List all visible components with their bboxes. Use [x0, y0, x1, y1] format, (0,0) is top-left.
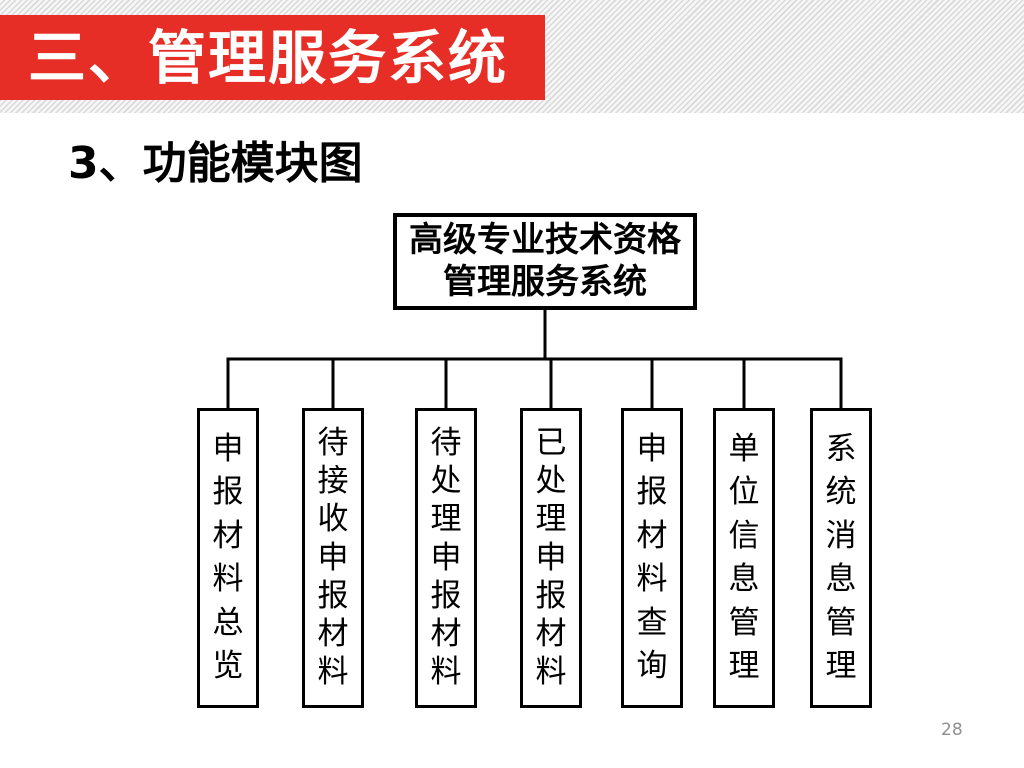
module-box-pending-receive: 待接收申报材料	[302, 408, 364, 708]
module-box-unit-info: 单位信息管理	[713, 408, 775, 708]
module-box-system-message: 系统消息管理	[810, 408, 872, 708]
module-label: 申报材料总览	[212, 430, 244, 685]
module-label: 已处理申报材料	[535, 425, 567, 690]
module-label: 单位信息管理	[728, 430, 760, 685]
root-node-title-line-2: 管理服务系统	[443, 261, 647, 302]
module-box-pending-process: 待处理申报材料	[415, 408, 477, 708]
page-number: 28	[941, 720, 963, 740]
module-label: 待接收申报材料	[317, 425, 349, 690]
module-label: 申报材料查询	[636, 430, 668, 685]
slide-subtitle: 3、功能模块图	[68, 138, 363, 189]
module-box-query: 申报材料查询	[621, 408, 683, 708]
root-node-title-line-1: 高级专业技术资格	[409, 220, 681, 261]
slide-title: 三、管理服务系统	[28, 23, 509, 92]
module-label: 系统消息管理	[825, 430, 857, 685]
module-box-overview: 申报材料总览	[197, 408, 259, 708]
module-box-processed: 已处理申报材料	[520, 408, 582, 708]
title-banner: 三、管理服务系统	[0, 15, 545, 100]
connector-lines	[226, 306, 843, 411]
module-label: 待处理申报材料	[430, 425, 462, 690]
root-node: 高级专业技术资格 管理服务系统	[393, 213, 697, 310]
